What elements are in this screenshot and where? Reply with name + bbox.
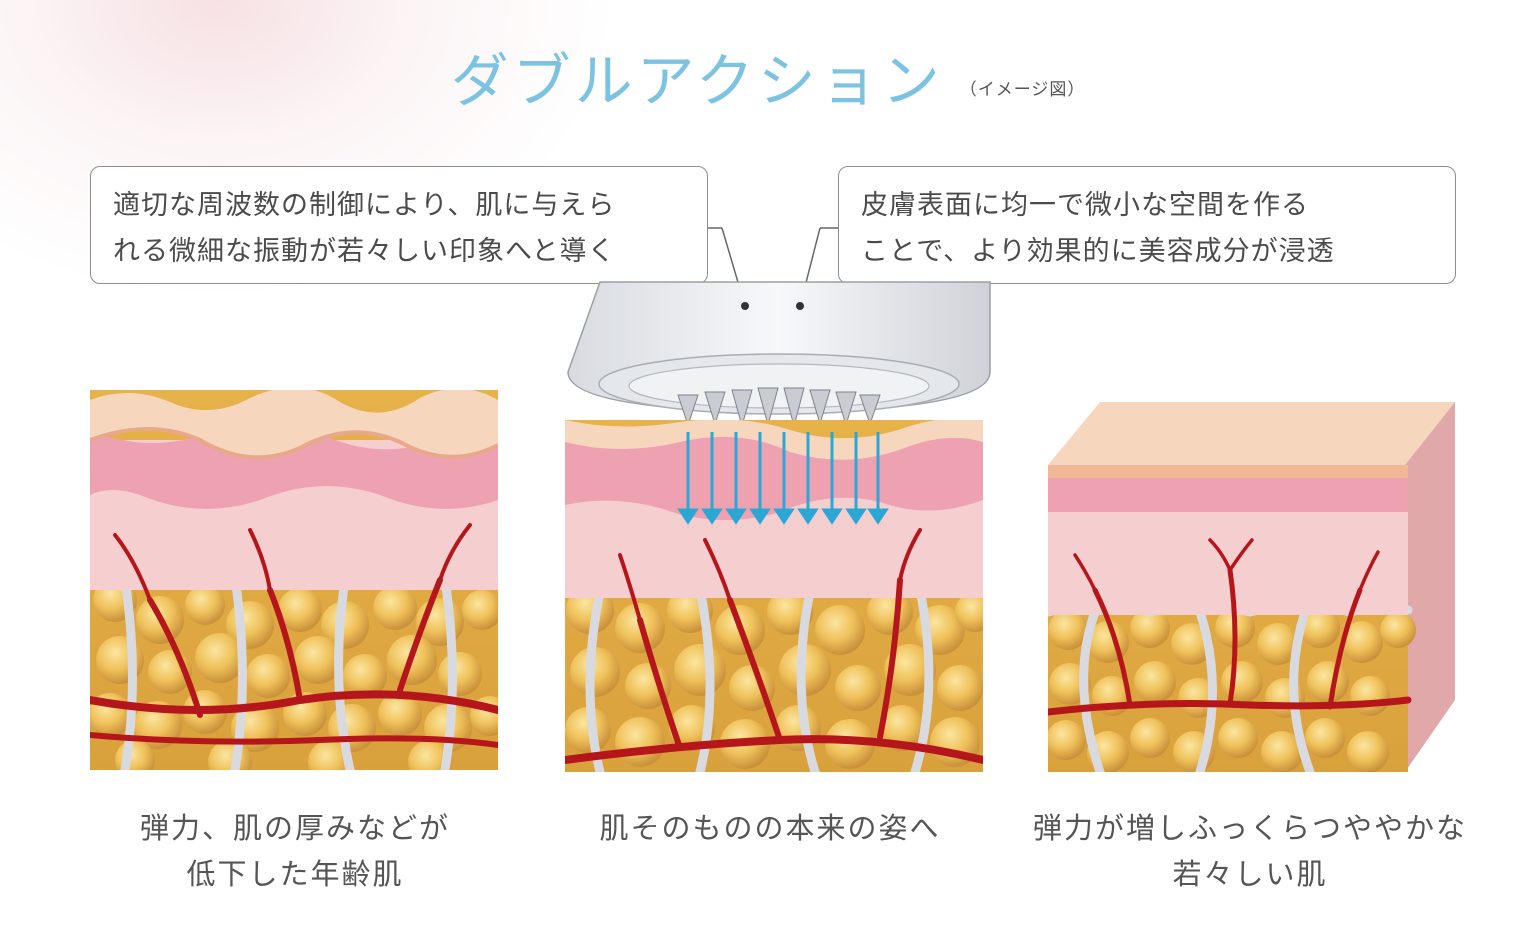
caption-aged-line-1: 弾力、肌の厚みなどが: [139, 811, 450, 845]
caption-aged-line-2: 低下した年齢肌: [186, 857, 404, 891]
title-note: （イメージ図）: [959, 80, 1086, 100]
vessels-aged: [90, 523, 498, 748]
callout-penetration-line-2: ことで、より効果的に美容成分が浸透: [861, 236, 1335, 267]
callout-vibration-line-2: れる微細な振動が若々しい印象へと導く: [113, 236, 616, 267]
caption-aged-skin: 弾力、肌の厚みなどが 低下した年齢肌: [70, 805, 520, 897]
vessels-young: [1048, 538, 1412, 716]
diagram-title: ダブルアクション （イメージ図）: [0, 34, 1536, 118]
micro-needle-icon: [677, 387, 881, 428]
caption-young-line-2: 若々しい肌: [1172, 857, 1328, 891]
caption-middle-skin: 肌そのものの本来の姿へ: [545, 805, 995, 851]
fat-cells-young: [1048, 608, 1416, 772]
caption-young-skin: 弾力が増しふっくらつややかな 若々しい肌: [1010, 805, 1490, 897]
callout-penetration: 皮膚表面に均一で微小な空間を作る ことで、より効果的に美容成分が浸透: [838, 166, 1456, 284]
vessels-middle: [565, 528, 983, 764]
callout-penetration-line-1: 皮膚表面に均一で微小な空間を作る: [861, 190, 1309, 221]
down-arrow-icon: [677, 432, 889, 525]
caption-young-line-1: 弾力が増しふっくらつややかな: [1032, 811, 1467, 845]
skin-block-young: [1048, 402, 1455, 772]
device-head-icon: [567, 281, 991, 428]
callout-vibration-line-1: 適切な周波数の制御により、肌に与えら: [113, 190, 616, 221]
skin-block-aged: [90, 390, 498, 770]
caption-middle-line-1: 肌そのものの本来の姿へ: [599, 811, 941, 845]
skin-block-middle: [565, 420, 983, 772]
title-main: ダブルアクション: [450, 47, 944, 115]
callout-vibration: 適切な周波数の制御により、肌に与えら れる微細な振動が若々しい印象へと導く: [90, 166, 708, 284]
